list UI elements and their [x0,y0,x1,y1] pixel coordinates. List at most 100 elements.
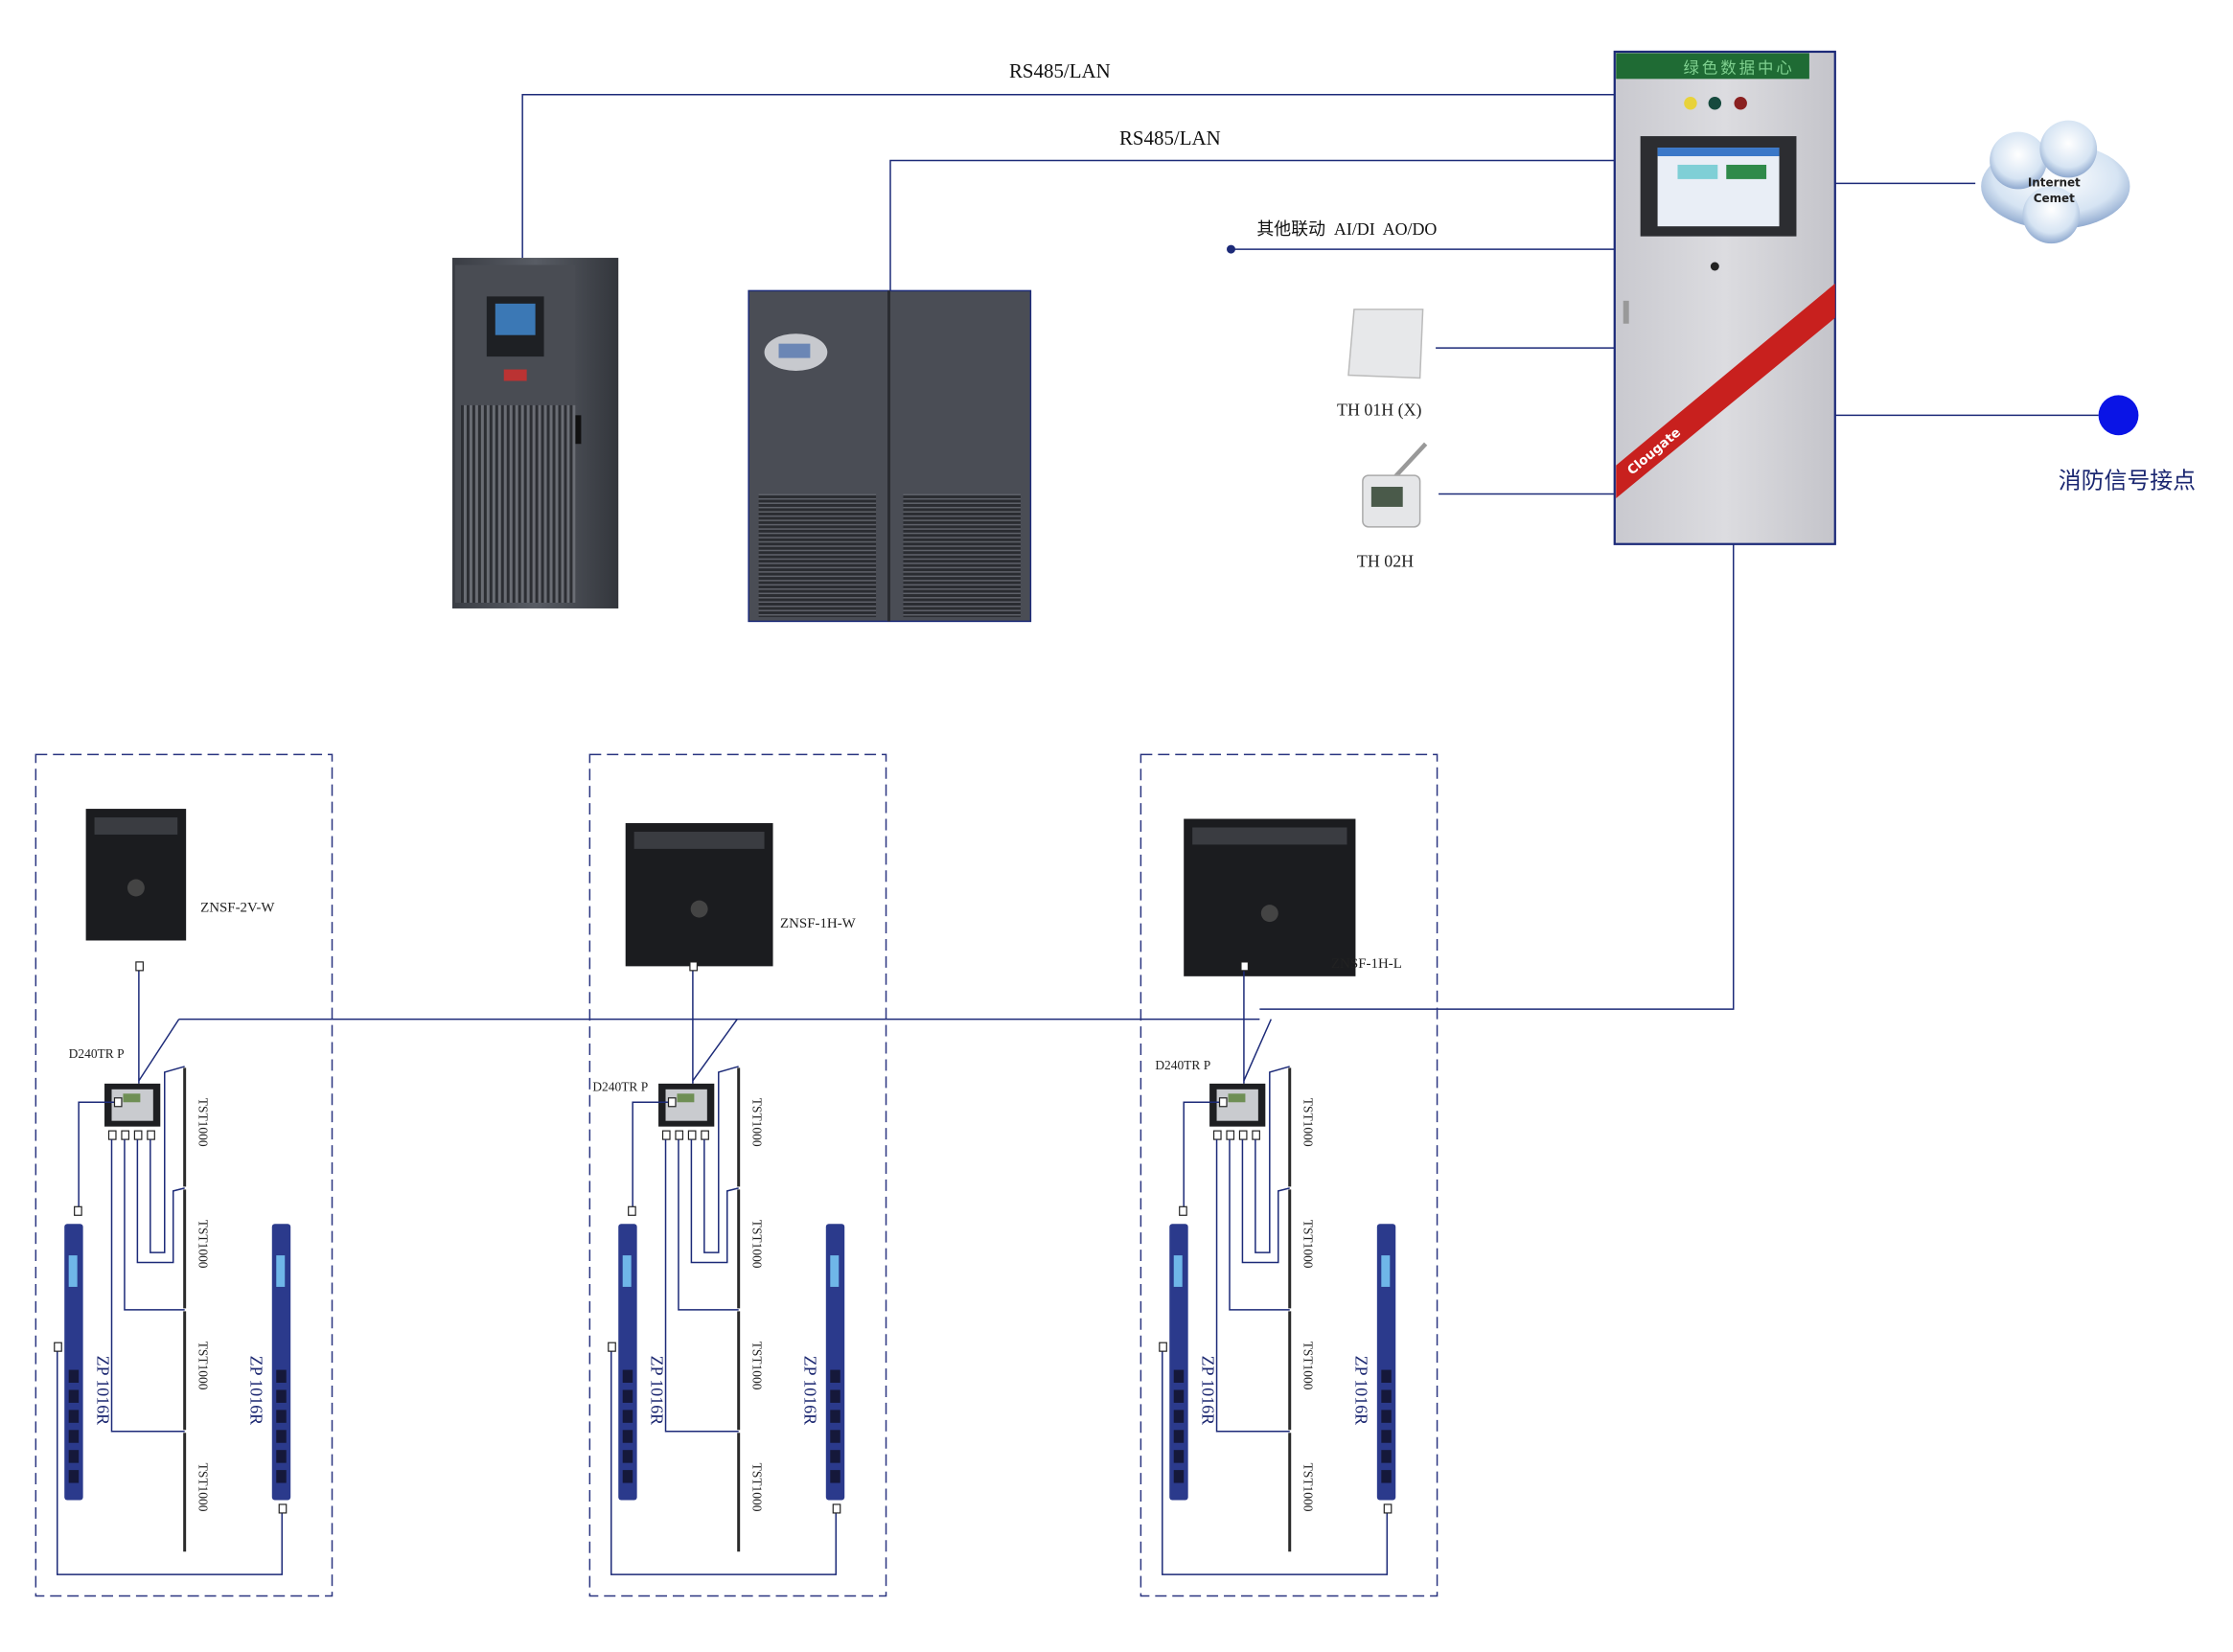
strip-label: TST1000 [196,1342,211,1390]
strip-label: TST1000 [1301,1342,1316,1390]
strip-cable [703,1066,739,1253]
bus-drop [1243,1019,1272,1082]
rs485-link-ac [889,159,1615,291]
strip-cable [124,1139,185,1311]
yellow-indicator-light [1684,97,1697,110]
pdu-label: ZP 1016R [94,1356,113,1426]
connector-icon [1179,1205,1187,1216]
pdu-link [78,1101,118,1213]
strip-label: TST1000 [750,1342,765,1390]
cabinet-banner [1616,283,1835,498]
port-icon [147,1130,155,1140]
bus-drop [692,1019,738,1082]
strip-cable [690,1139,739,1264]
io-link-endpoint [1227,244,1235,254]
connector-icon [74,1205,82,1216]
device-label: ZNSF-2V-W [200,901,275,916]
strip-label: TST1000 [196,1463,211,1512]
controller-label: D240TR P [1155,1058,1210,1072]
port-icon [687,1130,697,1140]
connector-icon [278,1503,288,1514]
ups-cabinet [451,258,619,608]
controller-d240tr [1209,1083,1266,1127]
strip-label: TST1000 [750,1463,765,1512]
controller-label: D240TR P [592,1079,648,1093]
port-icon [701,1130,709,1140]
strip-label: TST1000 [1301,1220,1316,1269]
connector-icon [667,1097,677,1108]
pdu-label: ZP 1016R [1199,1356,1218,1426]
field-bus [1259,543,1735,1010]
green-indicator-light [1708,97,1722,110]
connector-icon [689,961,698,972]
th02h-label: TH 02H [1357,552,1414,571]
port-icon [1238,1130,1248,1140]
strip-label: TST1000 [750,1098,765,1147]
connector-icon [608,1342,616,1352]
pdu-daisy-chain [1162,1348,1389,1575]
port-icon [1226,1130,1235,1140]
rs485-label-1: RS485/LAN [1009,59,1111,82]
strip-cable [1255,1066,1290,1253]
th02h-sensor [1362,442,1428,528]
key-lock-icon [1710,262,1719,271]
device-label: ZNSF-1H-L [1331,956,1402,972]
strip-label: TST1000 [1301,1463,1316,1512]
pdu-zp1016r [1169,1224,1188,1501]
pdu-zp1016r [64,1224,83,1501]
zone-boundary [588,753,887,1597]
env-monitor-device [85,809,187,941]
connector-icon [1218,1097,1228,1108]
env-monitor-device [625,823,773,967]
rs485-label-2: RS485/LAN [1119,126,1221,149]
port-icon [133,1130,143,1140]
connector-icon [832,1503,841,1514]
rs485-link-ups [521,94,1615,259]
internet-cloud: Internet Cemet [1981,120,2130,244]
strip-label: TST1000 [196,1220,211,1269]
strip-cable [1215,1139,1290,1433]
pdu-daisy-chain [56,1348,283,1575]
strip-cable [1229,1139,1290,1311]
th01h-label: TH 01H (X) [1337,400,1422,420]
cloud-label-2: Cemet [2034,192,2075,205]
strip-label: TST1000 [750,1220,765,1269]
zone-boundary [1140,753,1439,1597]
port-icon [1252,1130,1260,1140]
red-indicator-light [1734,97,1747,110]
controller-d240tr [104,1083,161,1127]
pdu-link [632,1101,672,1213]
pdu-label: ZP 1016R [800,1356,819,1426]
port-icon [675,1130,684,1140]
device-label: ZNSF-1H-W [780,916,857,931]
pdu-label: ZP 1016R [648,1356,667,1426]
monitoring-cabinet: 绿色数据中心 Clougate [1613,50,1836,545]
port-icon [661,1130,671,1140]
port-icon [1212,1130,1222,1140]
pdu-zp1016r [1376,1224,1396,1501]
fire-signal-contact [2098,395,2139,436]
connector-icon [113,1097,123,1108]
bus-drop [138,1019,180,1082]
connector-icon [1159,1342,1167,1352]
port-icon [121,1130,130,1140]
precision-air-conditioner [748,289,1032,623]
cloud-label-1: Internet [2028,175,2081,189]
fire-signal-label: 消防信号接点 [2059,468,2196,494]
strip-label: TST1000 [196,1098,211,1147]
controller-d240tr [658,1083,715,1127]
pdu-link [1183,1101,1223,1213]
pdu-label: ZP 1016R [246,1356,265,1426]
strip-cable [678,1139,739,1311]
strip-cable [150,1066,185,1253]
cabinet-header: 绿色数据中心 [1683,58,1794,77]
pdu-zp1016r [825,1224,845,1501]
pdu-label: ZP 1016R [1351,1356,1370,1426]
pdu-zp1016r [618,1224,637,1501]
connector-icon [54,1342,62,1352]
connector-icon [1240,961,1250,972]
connector-icon [135,961,144,972]
